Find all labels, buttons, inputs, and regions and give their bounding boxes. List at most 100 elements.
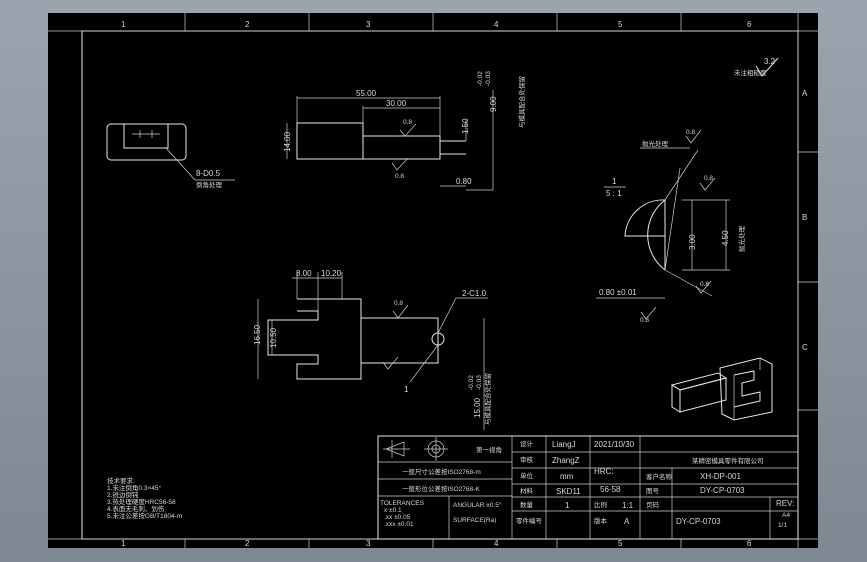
svg-text:页码: 页码	[646, 501, 660, 509]
row-label: A	[802, 89, 808, 98]
svg-text:1: 1	[565, 501, 570, 510]
svg-text:1: 1	[612, 177, 617, 186]
svg-text:0.8: 0.8	[686, 129, 695, 136]
svg-text:客户名称: 客户名称	[646, 472, 673, 481]
svg-text:56-58: 56-58	[600, 485, 621, 494]
svg-text:HRC:: HRC:	[594, 467, 614, 476]
svg-text:3.00: 3.00	[688, 234, 697, 250]
svg-text:5.未注公差按GB/T1804-m: 5.未注公差按GB/T1804-m	[107, 511, 182, 520]
svg-text:TOLERANCES: TOLERANCES	[380, 500, 425, 507]
svg-text:0.8: 0.8	[394, 300, 403, 307]
svg-text:0.8: 0.8	[395, 173, 404, 180]
col-label-top: 5	[618, 20, 623, 29]
col-label-bottom: 3	[366, 539, 371, 548]
svg-text:审核: 审核	[520, 455, 534, 464]
svg-text:未注粗糙度: 未注粗糙度	[734, 68, 767, 77]
title-block: 第一视角 一般尺寸公差按ISO2768-m 一般形位公差按ISO2768-K T…	[377, 435, 799, 540]
svg-text:-0.03: -0.03	[485, 71, 492, 86]
svg-text:1/1: 1/1	[778, 522, 787, 529]
svg-text:-0.03: -0.03	[476, 375, 483, 390]
svg-text:1.未注倒角0.3×45°: 1.未注倒角0.3×45°	[107, 483, 161, 492]
svg-text:版本: 版本	[594, 516, 608, 525]
svg-text:x ±0.1: x ±0.1	[384, 507, 402, 514]
svg-text:图号: 图号	[646, 487, 660, 495]
svg-text:ZhangZ: ZhangZ	[552, 456, 580, 465]
svg-text:15.00: 15.00	[473, 397, 482, 418]
svg-text:抛光处理: 抛光处理	[737, 226, 746, 253]
isometric-view	[670, 357, 773, 421]
col-label-top: 3	[366, 20, 371, 29]
svg-text:30.00: 30.00	[386, 99, 407, 108]
roughness-symbol: 3.2 未注粗糙度	[734, 57, 779, 77]
col-label-bottom: 5	[618, 539, 623, 548]
svg-text:零件编号: 零件编号	[516, 516, 543, 525]
svg-text:SURFACE(Ra): SURFACE(Ra)	[453, 517, 496, 524]
top-view: 55.00 30.00 14.00 1.50 0.80 9.00 -0.02 -…	[283, 71, 526, 191]
svg-text:8.00: 8.00	[296, 269, 312, 278]
svg-text:2021/10/30: 2021/10/30	[594, 440, 635, 449]
svg-text:8-D0.5: 8-D0.5	[196, 169, 221, 178]
svg-text:2-C1.0: 2-C1.0	[462, 289, 487, 298]
svg-text:抛光处理: 抛光处理	[642, 139, 669, 148]
row-label: B	[802, 213, 807, 222]
small-part-view: 8-D0.5 倒角处理	[106, 123, 235, 189]
svg-text:比例: 比例	[594, 500, 607, 509]
side-view: 8.00 10.20 16.50 10.50 15.00 -0.02 -0.03…	[253, 269, 492, 430]
col-label-bottom: 1	[121, 539, 126, 548]
svg-text:0.8: 0.8	[640, 317, 649, 324]
svg-text:0.8: 0.8	[704, 175, 713, 182]
col-label-bottom: 6	[747, 539, 752, 548]
svg-text:DY-CP-0703: DY-CP-0703	[676, 517, 721, 526]
svg-text:与模具配合处保留: 与模具配合处保留	[517, 76, 526, 128]
svg-text:一般尺寸公差按ISO2768-m: 一般尺寸公差按ISO2768-m	[402, 467, 481, 476]
svg-text:数量: 数量	[520, 500, 534, 509]
svg-text:0.8: 0.8	[700, 281, 709, 288]
svg-text:XH-DP-001: XH-DP-001	[700, 472, 741, 481]
svg-text:倒角处理: 倒角处理	[196, 180, 223, 189]
svg-text:材料: 材料	[520, 486, 534, 495]
svg-text:技术要求:: 技术要求:	[107, 476, 135, 485]
svg-text:2.锐边倒钝: 2.锐边倒钝	[107, 490, 139, 499]
col-label-top: 2	[245, 20, 250, 29]
svg-text:.xxx ±0.01: .xxx ±0.01	[384, 521, 414, 528]
svg-text:A: A	[624, 517, 630, 526]
svg-text:一般形位公差按ISO2768-K: 一般形位公差按ISO2768-K	[402, 484, 480, 493]
row-label: C	[802, 343, 808, 352]
projection-symbol	[383, 437, 448, 461]
svg-text:REV:: REV:	[776, 499, 794, 508]
svg-text:55.00: 55.00	[356, 89, 377, 98]
svg-text:1: 1	[404, 385, 409, 394]
svg-text:与模具配合处保留: 与模具配合处保留	[483, 373, 492, 425]
svg-text:9.00: 9.00	[489, 96, 498, 112]
col-label-bottom: 2	[245, 539, 250, 548]
col-label-top: 4	[494, 20, 499, 29]
svg-text:.xx ±0.05: .xx ±0.05	[384, 514, 411, 521]
svg-text:DY-CP-0703: DY-CP-0703	[700, 486, 745, 495]
col-label-top: 6	[747, 20, 752, 29]
svg-text:某精密模具零件有限公司: 某精密模具零件有限公司	[692, 456, 764, 465]
svg-text:3.热处理硬度HRC56-58: 3.热处理硬度HRC56-58	[107, 497, 176, 506]
projection-label: 第一视角	[476, 445, 502, 454]
svg-text:-0.02: -0.02	[468, 375, 475, 390]
svg-text:0.80 ±0.01: 0.80 ±0.01	[599, 288, 637, 297]
svg-text:1:1: 1:1	[622, 501, 634, 510]
svg-text:设计: 设计	[520, 439, 534, 448]
detail-view: 3.00 4.50 抛光处理 0.8 抛光处理 0.8 0.8 0.80 ±0.…	[596, 129, 746, 324]
drawing-sheet	[48, 13, 818, 548]
svg-text:A4: A4	[782, 512, 790, 519]
svg-text:3.2: 3.2	[764, 57, 776, 66]
svg-text:14.00: 14.00	[283, 131, 292, 152]
svg-text:单位: 单位	[520, 471, 534, 480]
svg-text:10.50: 10.50	[269, 327, 278, 348]
col-label-top: 1	[121, 20, 126, 29]
svg-text:10.20: 10.20	[321, 269, 342, 278]
svg-text:16.50: 16.50	[253, 324, 262, 345]
technical-notes: 技术要求: 1.未注倒角0.3×45° 2.锐边倒钝 3.热处理硬度HRC56-…	[107, 476, 182, 520]
svg-text:ANGULAR ±0.5°: ANGULAR ±0.5°	[453, 501, 502, 509]
col-label-bottom: 4	[494, 539, 499, 548]
svg-text:4.50: 4.50	[721, 230, 730, 246]
svg-text:4.表面无毛刺、划伤: 4.表面无毛刺、划伤	[107, 504, 165, 513]
svg-text:mm: mm	[560, 472, 574, 481]
